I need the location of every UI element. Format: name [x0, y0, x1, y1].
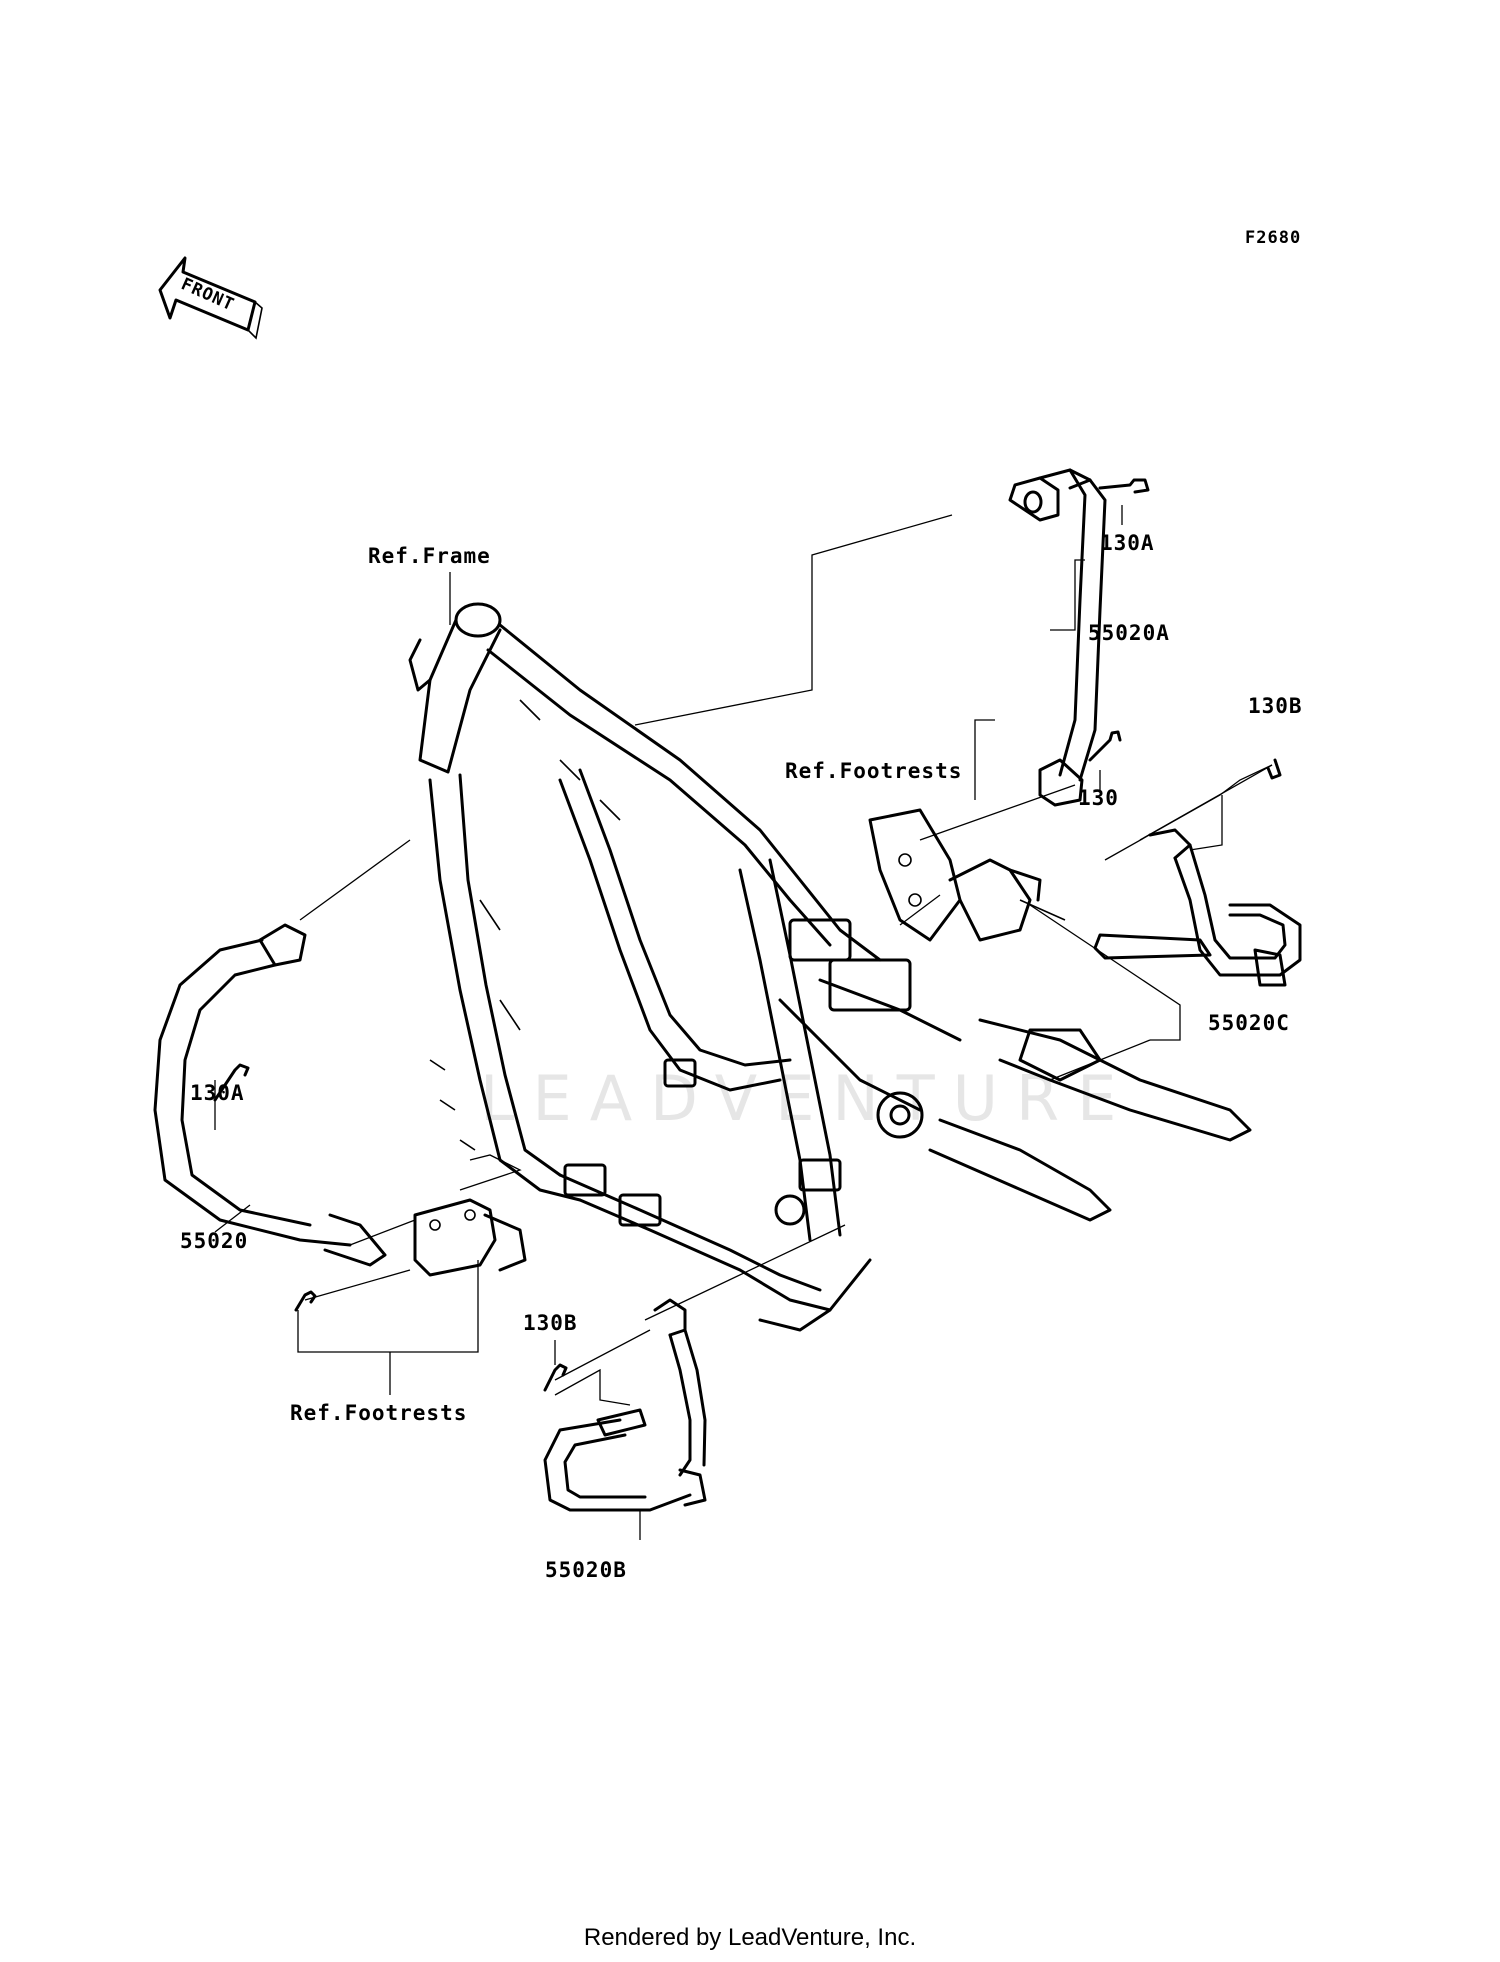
label-130B-lower: 130B: [523, 1311, 578, 1335]
footrest-bracket-lower-illustration: [413, 1198, 527, 1277]
diagram-code: F2680: [1245, 228, 1301, 248]
frame-illustration: [408, 602, 1252, 1332]
label-ref-footrests-upper: Ref.Footrests: [785, 759, 962, 783]
leader-lines: [214, 505, 1273, 1540]
label-130A-top: 130A: [1100, 531, 1155, 555]
label-ref-frame: Ref.Frame: [368, 544, 491, 568]
footrest-bracket-upper-illustration: [868, 808, 1066, 942]
label-ref-footrests-lower: Ref.Footrests: [290, 1401, 467, 1425]
bolt-130A-left-icon: [213, 1063, 250, 1102]
label-130: 130: [1078, 786, 1119, 810]
part-55020B-illustration: [543, 1298, 707, 1512]
front-arrow-icon: FRONT: [158, 256, 263, 340]
label-130A-left: 130A: [190, 1081, 245, 1105]
label-55020C: 55020C: [1208, 1011, 1290, 1035]
watermark-text: LEADVENTURE: [480, 1062, 1134, 1135]
label-55020: 55020: [180, 1229, 248, 1253]
part-55020C-illustration: [1093, 828, 1302, 987]
bolt-130B-lower-icon: [543, 1363, 568, 1392]
bolt-lower-footrest-icon: [294, 1290, 317, 1312]
bolt-130B-right-icon: [1266, 758, 1282, 780]
front-arrow-label: FRONT: [178, 274, 237, 315]
bolt-130-icon: [1088, 730, 1122, 762]
bolt-130A-top-icon: [1098, 478, 1150, 494]
label-55020A: 55020A: [1088, 621, 1170, 645]
part-55020-illustration: [153, 923, 387, 1267]
label-55020B: 55020B: [545, 1558, 627, 1582]
footer-credit: Rendered by LeadVenture, Inc.: [584, 1924, 916, 1951]
part-55020A-illustration: [1008, 468, 1107, 807]
label-130B-right: 130B: [1248, 694, 1303, 718]
